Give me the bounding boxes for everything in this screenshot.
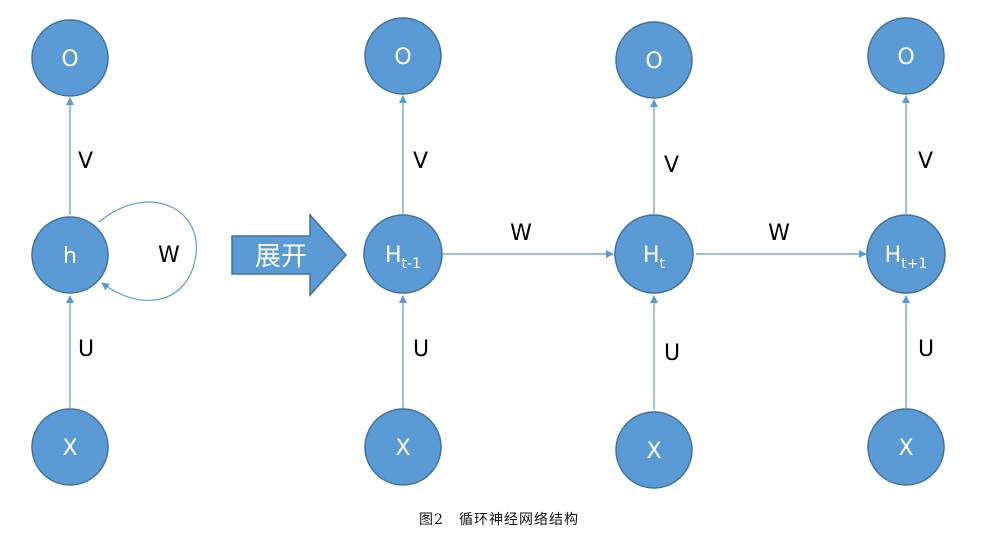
folded-u-label: U <box>78 337 94 362</box>
hidden-sub-t-plus-1: t+1 <box>901 256 927 272</box>
folded-self-loop-w <box>98 201 197 301</box>
hidden-label-t-plus-1: Ht+1 <box>885 243 928 272</box>
output-node-t-plus-1 <box>867 17 945 95</box>
u-label-t-minus-1: U <box>413 337 429 362</box>
input-label-t: X <box>646 439 661 464</box>
output-node-t <box>615 21 693 99</box>
input-label-t-plus-1: X <box>898 436 913 461</box>
v-label-t-minus-1: V <box>413 149 428 174</box>
v-label-t-plus-1: V <box>918 149 933 174</box>
time-step-t-minus-1: V U O Ht-1 X <box>363 17 443 486</box>
hidden-node-t-plus-1 <box>866 214 946 294</box>
v-label-t: V <box>664 153 679 178</box>
input-label-t-minus-1: X <box>395 436 410 461</box>
hidden-main-t: H <box>643 243 660 268</box>
folded-input-node <box>31 408 109 486</box>
folded-w-label: W <box>158 243 180 268</box>
time-step-t: V U O Ht X <box>614 21 694 489</box>
input-node-t-minus-1 <box>364 408 442 486</box>
unfold-arrow-shape <box>231 213 348 297</box>
folded-output-node <box>31 19 109 97</box>
folded-output-label: O <box>61 47 78 72</box>
folded-rnn: V U W O h X <box>31 19 197 486</box>
unfold-arrow-label: 展开 <box>255 242 307 272</box>
output-node-t-minus-1 <box>364 17 442 95</box>
hidden-node-t <box>614 214 694 294</box>
u-label-t-plus-1: U <box>918 337 934 362</box>
input-node-t-plus-1 <box>867 408 945 486</box>
folded-v-label: V <box>78 149 93 174</box>
time-step-t-plus-1: V U O Ht+1 X <box>866 17 946 486</box>
hidden-label-t-minus-1: Ht-1 <box>385 243 421 272</box>
input-node-t <box>615 411 693 489</box>
hidden-main-t-minus-1: H <box>385 243 402 268</box>
output-label-t-minus-1: O <box>394 45 411 70</box>
u-label-t: U <box>664 341 680 366</box>
hidden-sub-t: t <box>660 256 666 272</box>
output-label-t-plus-1: O <box>897 45 914 70</box>
folded-hidden-node <box>31 216 109 294</box>
folded-input-label: X <box>62 436 77 461</box>
hidden-main-t-plus-1: H <box>885 243 902 268</box>
w-label-2: W <box>768 221 790 246</box>
output-label-t: O <box>645 49 662 74</box>
hidden-label-t: Ht <box>643 243 666 272</box>
w-label-1: W <box>510 221 532 246</box>
unrolled-rnn: W W V U O Ht-1 X V U O Ht X <box>363 17 946 489</box>
hidden-node-t-minus-1 <box>363 214 443 294</box>
folded-hidden-label: h <box>63 244 77 269</box>
hidden-sub-t-minus-1: t-1 <box>402 256 421 272</box>
figure-caption: 图2 循环神经网络结构 <box>419 512 579 528</box>
unfold-arrow: 展开 <box>231 213 348 297</box>
